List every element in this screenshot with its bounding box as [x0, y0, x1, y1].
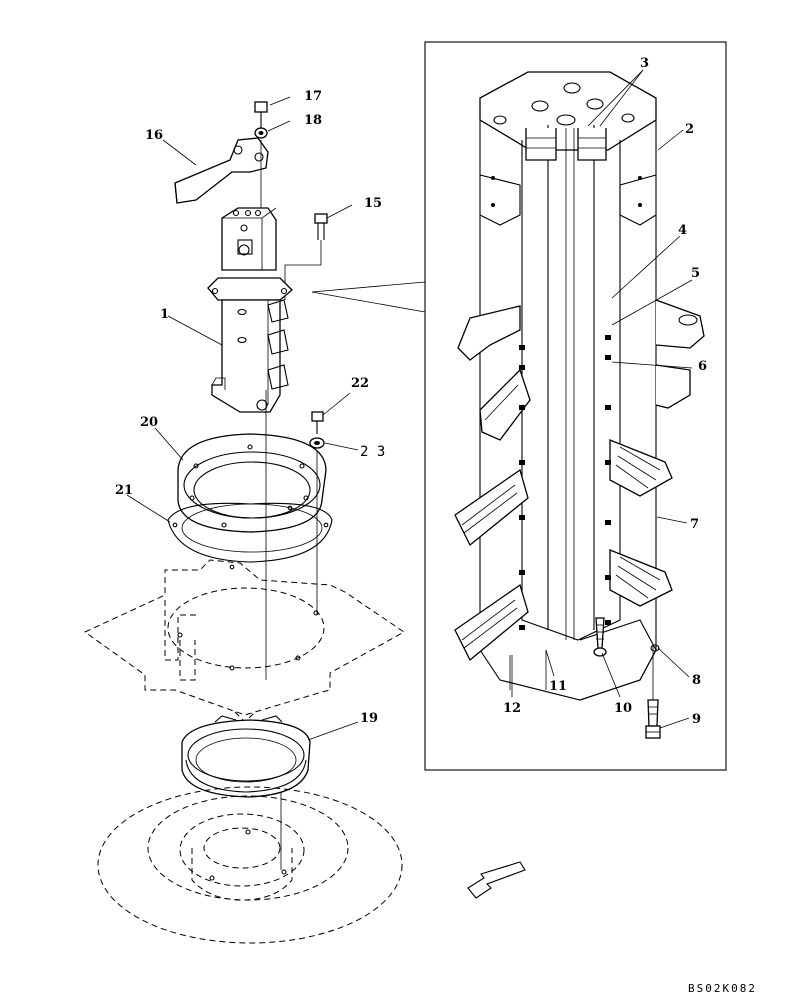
callout-5: 5: [691, 266, 700, 281]
callout-12: 12: [503, 701, 521, 716]
detail-frame: [424, 41, 727, 771]
detail-leader-2: [311, 291, 426, 313]
callout-6: 6: [698, 359, 707, 374]
set-screw-part-10: [593, 617, 607, 657]
seal-ring-part-19: [181, 715, 311, 798]
callout-23: 2 3: [360, 444, 385, 460]
washer-part-18: [254, 127, 268, 139]
bolt-part-22: [311, 411, 324, 434]
washer-part-23: [309, 437, 325, 449]
bracket-part-16: [174, 137, 269, 204]
direction-arrow-icon: [467, 861, 526, 899]
callout-3: 3: [640, 56, 649, 71]
callout-18: 18: [304, 113, 322, 128]
callout-20: 20: [140, 415, 158, 430]
ring-part-20: [177, 433, 327, 533]
detail-leader: [311, 281, 426, 293]
swivel-joint-part-1: [207, 207, 293, 413]
cutaway-swivel-body: [454, 71, 705, 701]
callout-9: 9: [692, 712, 701, 727]
bolt-part-17: [254, 101, 268, 128]
drawing-code: BS02K082: [688, 982, 757, 995]
bolt-part-9: [645, 646, 661, 739]
lower-base-outline: [97, 786, 403, 944]
seal-marks: [519, 335, 611, 630]
callout-8: 8: [692, 673, 701, 688]
callout-16: 16: [145, 128, 163, 143]
callout-4: 4: [678, 223, 687, 238]
callout-22: 22: [351, 376, 369, 391]
callout-10: 10: [614, 701, 632, 716]
leader-lines: [126, 69, 693, 741]
shim-part-21: [167, 502, 333, 570]
callout-15: 15: [364, 196, 382, 211]
callout-11: 11: [549, 679, 567, 694]
callout-1: 1: [160, 307, 169, 322]
callout-7: 7: [690, 517, 699, 532]
callout-21: 21: [115, 483, 133, 498]
bolt-part-15: [314, 213, 328, 240]
callout-19: 19: [360, 711, 378, 726]
callout-2: 2: [685, 122, 694, 137]
upper-frame-outline: [84, 559, 405, 723]
callout-17: 17: [304, 89, 322, 104]
